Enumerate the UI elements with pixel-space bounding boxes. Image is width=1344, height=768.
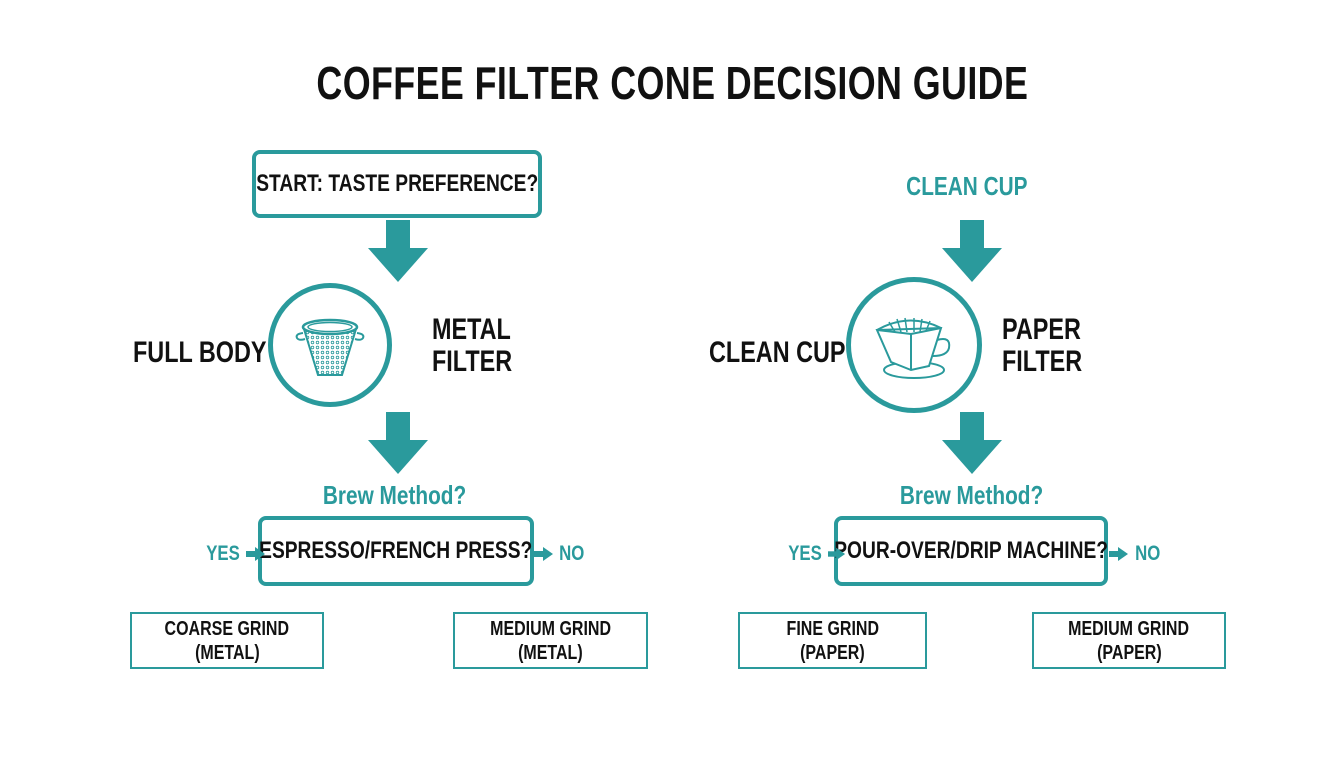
brew-method-heading-left: Brew Method? [323, 480, 467, 510]
page-title: COFFEE FILTER CONE DECISION GUIDE [0, 56, 1344, 110]
result-medium-grind-metal: MEDIUM GRIND (METAL) [453, 612, 648, 669]
yes-connector-right: YES [784, 542, 846, 566]
brew-method-heading-right: Brew Method? [900, 480, 1044, 510]
outcome-label-full-body: FULL BODY [133, 336, 267, 369]
down-arrow-icon [368, 412, 428, 474]
right-arrow-icon [246, 547, 266, 561]
start-box: START: TASTE PREFERENCE? [252, 150, 542, 218]
filter-label-metal: METAL FILTER [432, 313, 513, 378]
clean-cup-start-label: CLEAN CUP [906, 171, 1028, 201]
down-arrow-icon [368, 220, 428, 282]
paper-filter-icon [875, 317, 951, 379]
right-arrow-icon [1109, 547, 1128, 561]
start-box-text: START: TASTE PREFERENCE? [256, 170, 538, 197]
yes-connector-left: YES [202, 542, 266, 566]
filter-label-paper: PAPER FILTER [1002, 313, 1083, 378]
metal-filter-circle [268, 283, 392, 407]
question-box-espresso: ESPRESSO/FRENCH PRESS? [258, 516, 534, 586]
down-arrow-icon [942, 412, 1002, 474]
outcome-label-clean-cup: CLEAN CUP [709, 336, 846, 369]
result-fine-grind-paper: FINE GRIND (PAPER) [738, 612, 927, 669]
metal-filter-icon [295, 318, 365, 376]
right-arrow-icon [534, 547, 553, 561]
down-arrow-icon [942, 220, 1002, 282]
right-arrow-icon [828, 547, 846, 561]
question-box-pour-over: POUR-OVER/DRIP MACHINE? [834, 516, 1108, 586]
no-connector-left: NO [534, 542, 588, 566]
result-coarse-grind-metal: COARSE GRIND (METAL) [130, 612, 324, 669]
result-medium-grind-paper: MEDIUM GRIND (PAPER) [1032, 612, 1226, 669]
page-title-text: COFFEE FILTER CONE DECISION GUIDE [316, 57, 1028, 109]
paper-filter-circle [846, 277, 982, 413]
no-connector-right: NO [1108, 542, 1164, 566]
